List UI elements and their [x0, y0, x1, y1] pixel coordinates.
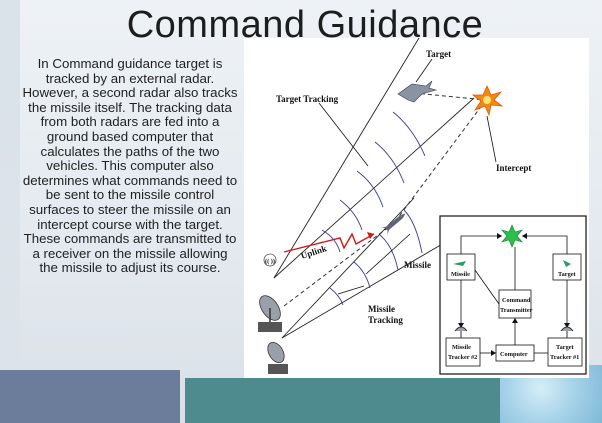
missile-tracking-beam	[281, 197, 445, 339]
block-missile-tracker-label1: Missile	[452, 344, 471, 351]
label-missile-tracking-line1: Missile	[368, 304, 395, 314]
decorative-block-left	[0, 370, 180, 423]
intercept-star-icon	[501, 224, 523, 248]
uplink-signal	[283, 232, 375, 253]
label-missile: Missile	[404, 260, 431, 270]
block-command-transmitter-label2: Transmitter	[500, 307, 533, 314]
label-intercept: Intercept	[496, 163, 531, 173]
label-target: Target	[426, 49, 451, 59]
block-target-icon	[563, 260, 571, 267]
block-target-tracker-label1: Target	[556, 344, 575, 351]
block-target-label: Target	[558, 271, 577, 278]
missile-icon	[380, 213, 406, 236]
block-missile-label: Missile	[451, 271, 470, 278]
target-aircraft-icon	[397, 80, 438, 103]
command-guidance-diagram: (( )) Target Target Tracking Intercept U…	[244, 38, 589, 378]
block-connectors	[460, 235, 568, 354]
label-missile-tracking-line2: Tracking	[368, 315, 403, 325]
block-command-transmitter-label1: Command	[502, 297, 531, 304]
block-missile-icon	[453, 261, 466, 266]
target-tracking-beam	[273, 38, 475, 279]
block-target-tracker	[547, 337, 583, 367]
leader-lines	[318, 58, 497, 295]
decorative-block-middle	[185, 378, 502, 423]
intercept-explosion-icon	[471, 85, 504, 117]
background-strip	[0, 0, 20, 423]
target-radar-antenna-icon	[258, 295, 282, 332]
slide-body-text: In Command guidance target is tracked by…	[22, 56, 238, 276]
block-target-tracker-label2: Tracker #1	[550, 354, 579, 361]
transmitter-symbol-label: (( ))	[265, 258, 275, 265]
label-target-tracking: Target Tracking	[276, 94, 339, 104]
diagram-svg: (( )) Target Target Tracking Intercept U…	[258, 38, 587, 375]
block-missile-tracker-label2: Tracker #2	[448, 354, 477, 361]
block-missile-tracker	[445, 337, 481, 367]
missile-radar-antenna-icon	[267, 341, 288, 374]
target-flight-path	[413, 92, 487, 101]
block-computer-label: Computer	[500, 351, 528, 358]
block-arrowheads	[458, 233, 570, 356]
target-tracker-antenna-icon	[560, 326, 574, 338]
uplink-transmitter-icon: (( ))	[263, 253, 277, 267]
label-uplink: Uplink	[300, 243, 328, 261]
missile-tracker-antenna-icon	[454, 326, 468, 338]
block-diagram: Missile Target Command Transmitter Missi…	[439, 215, 587, 375]
